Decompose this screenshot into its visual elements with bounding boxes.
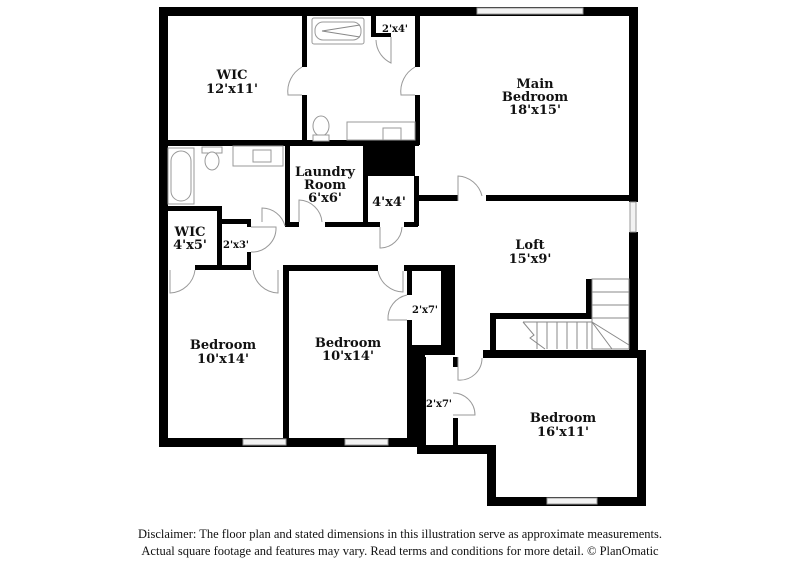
room-wic-large-dims: 12'x11' bbox=[206, 82, 258, 97]
room-laundry-name1: Laundry bbox=[295, 165, 355, 180]
room-wic-small-dims: 4'x5' bbox=[173, 238, 207, 253]
doors bbox=[169, 37, 483, 416]
floor-plan: WIC 12'x11' 2'x4' Main Bedroom 18'x15' L… bbox=[159, 7, 646, 506]
room-bedroom-right-name: Bedroom bbox=[530, 411, 597, 426]
room-closet-2x4-dims: 2'x4' bbox=[382, 24, 408, 35]
disclaimer: Disclaimer: The floor plan and stated di… bbox=[0, 526, 800, 560]
room-main-bedroom-name2: Bedroom bbox=[502, 90, 569, 105]
bathroom-fixtures bbox=[167, 17, 416, 205]
room-wic-small-name: WIC bbox=[173, 225, 205, 240]
staircase bbox=[522, 278, 630, 350]
room-labels: WIC 12'x11' 2'x4' Main Bedroom 18'x15' L… bbox=[173, 24, 596, 440]
disclaimer-line-1: Disclaimer: The floor plan and stated di… bbox=[138, 527, 662, 541]
windows bbox=[242, 7, 637, 505]
room-closet-4x4-dims: 4'x4' bbox=[372, 195, 406, 210]
room-closet-2x3-dims: 2'x3' bbox=[223, 240, 249, 251]
room-bedroom-left-dims: 10'x14' bbox=[197, 352, 249, 367]
room-main-bedroom-name1: Main bbox=[516, 77, 554, 92]
room-closet-2x7b-dims: 2'x7' bbox=[426, 399, 452, 410]
room-main-bedroom-dims: 18'x15' bbox=[509, 103, 561, 118]
room-bedroom-middle-dims: 10'x14' bbox=[322, 349, 374, 364]
room-loft-name: Loft bbox=[515, 238, 544, 253]
disclaimer-line-2: Actual square footage and features may v… bbox=[141, 544, 659, 558]
room-laundry-name2: Room bbox=[304, 178, 346, 193]
room-bedroom-middle-name: Bedroom bbox=[315, 336, 382, 351]
room-loft-dims: 15'x9' bbox=[509, 252, 552, 267]
room-bedroom-right-dims: 16'x11' bbox=[537, 425, 589, 440]
room-laundry-dims: 6'x6' bbox=[308, 191, 342, 206]
room-wic-large-name: WIC bbox=[215, 68, 247, 83]
room-bedroom-left-name: Bedroom bbox=[190, 338, 257, 353]
room-closet-2x7a-dims: 2'x7' bbox=[412, 305, 438, 316]
interior-walls bbox=[159, 7, 637, 448]
